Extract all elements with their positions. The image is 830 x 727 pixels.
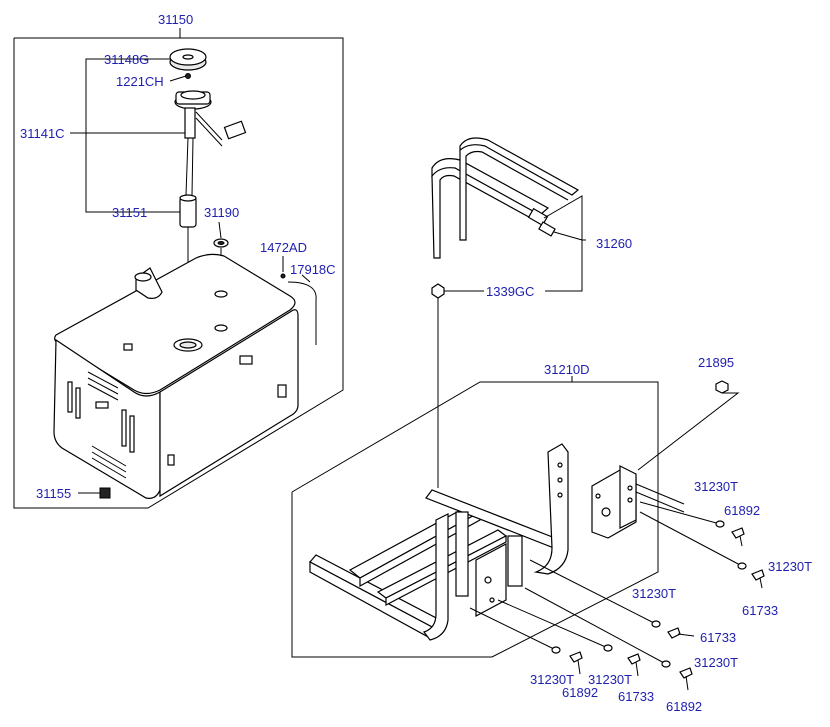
leader-1339gc-b: [545, 240, 583, 292]
label-61733-3: 61733: [618, 689, 654, 704]
bolt-61892-3-part: [679, 667, 693, 679]
screw-1221ch-part: [185, 73, 191, 79]
group-box-31210d: [291, 381, 659, 658]
drain-plug-part: [99, 487, 111, 499]
label-31150: 31150: [158, 12, 193, 27]
label-1472ad: 1472AD: [260, 240, 307, 255]
label-31151: 31151: [112, 205, 147, 220]
label-31230t-2: 31230T: [768, 559, 812, 574]
clip-1472ad-part: [280, 273, 286, 279]
fuel-sender-part: [174, 90, 247, 196]
leader-d: [524, 587, 667, 665]
leader-31190: [218, 221, 222, 239]
washer-31230t-3-part: [651, 620, 661, 628]
strap-31260-part: [431, 137, 580, 259]
label-31230t-6: 31230T: [588, 672, 632, 687]
nut-1339gc-part: [431, 283, 445, 299]
bolt-61733-1-part: [751, 569, 765, 581]
label-31230t-1: 31230T: [694, 479, 738, 494]
label-17918c: 17918C: [290, 262, 336, 277]
leader-b: [639, 511, 743, 567]
nut-21895-part: [715, 380, 729, 394]
mounting-bracket-part: [309, 443, 685, 641]
label-21895: 21895: [698, 355, 734, 370]
hose-17918c-part: [287, 281, 317, 345]
washer-31230t-5-part: [551, 646, 561, 654]
label-1221ch: 1221CH: [116, 74, 164, 89]
group-box-31150: [13, 37, 344, 509]
leader-a: [639, 501, 721, 525]
leader-c: [529, 559, 657, 625]
bolt-61733-3-part: [627, 653, 641, 665]
leader-f: [497, 599, 609, 649]
washer-31230t-2-part: [737, 562, 747, 570]
washer-31230t-4-part: [661, 660, 671, 668]
washer-31230t-6-part: [603, 644, 613, 652]
label-31141c: 31141C: [20, 126, 65, 141]
bracket-31141c: [85, 58, 182, 213]
label-1339gc: 1339GC: [486, 284, 534, 299]
leader-31260-b: [553, 231, 583, 241]
label-31148g: 31148G: [104, 52, 149, 67]
washer-31230t-1-part: [715, 520, 725, 528]
fuel-tank-body: [53, 253, 299, 499]
label-61733-1: 61733: [742, 603, 778, 618]
bolt-61733-2-part: [667, 627, 681, 639]
leader-1221ch: [169, 75, 187, 82]
label-31230t-4: 31230T: [694, 655, 738, 670]
label-61733-2: 61733: [700, 630, 736, 645]
label-61892-1: 61892: [724, 503, 760, 518]
label-31155: 31155: [36, 486, 71, 501]
label-31210d: 31210D: [544, 362, 590, 377]
filler-cap-part: [169, 48, 207, 71]
leader-17918c: [301, 274, 311, 283]
leader-21895: [637, 392, 740, 471]
bolt-61892-2-part: [569, 651, 583, 663]
label-61892-3: 61892: [666, 699, 702, 714]
leader-e: [469, 607, 557, 651]
label-31260: 31260: [596, 236, 632, 251]
fasteners: [551, 380, 765, 691]
label-31230t-3: 31230T: [632, 586, 676, 601]
bracket-31260: [543, 195, 586, 241]
bolt-61892-1-part: [731, 527, 745, 539]
label-31190: 31190: [204, 205, 239, 220]
label-31230t-5: 31230T: [530, 672, 574, 687]
label-61892-2: 61892: [562, 685, 598, 700]
